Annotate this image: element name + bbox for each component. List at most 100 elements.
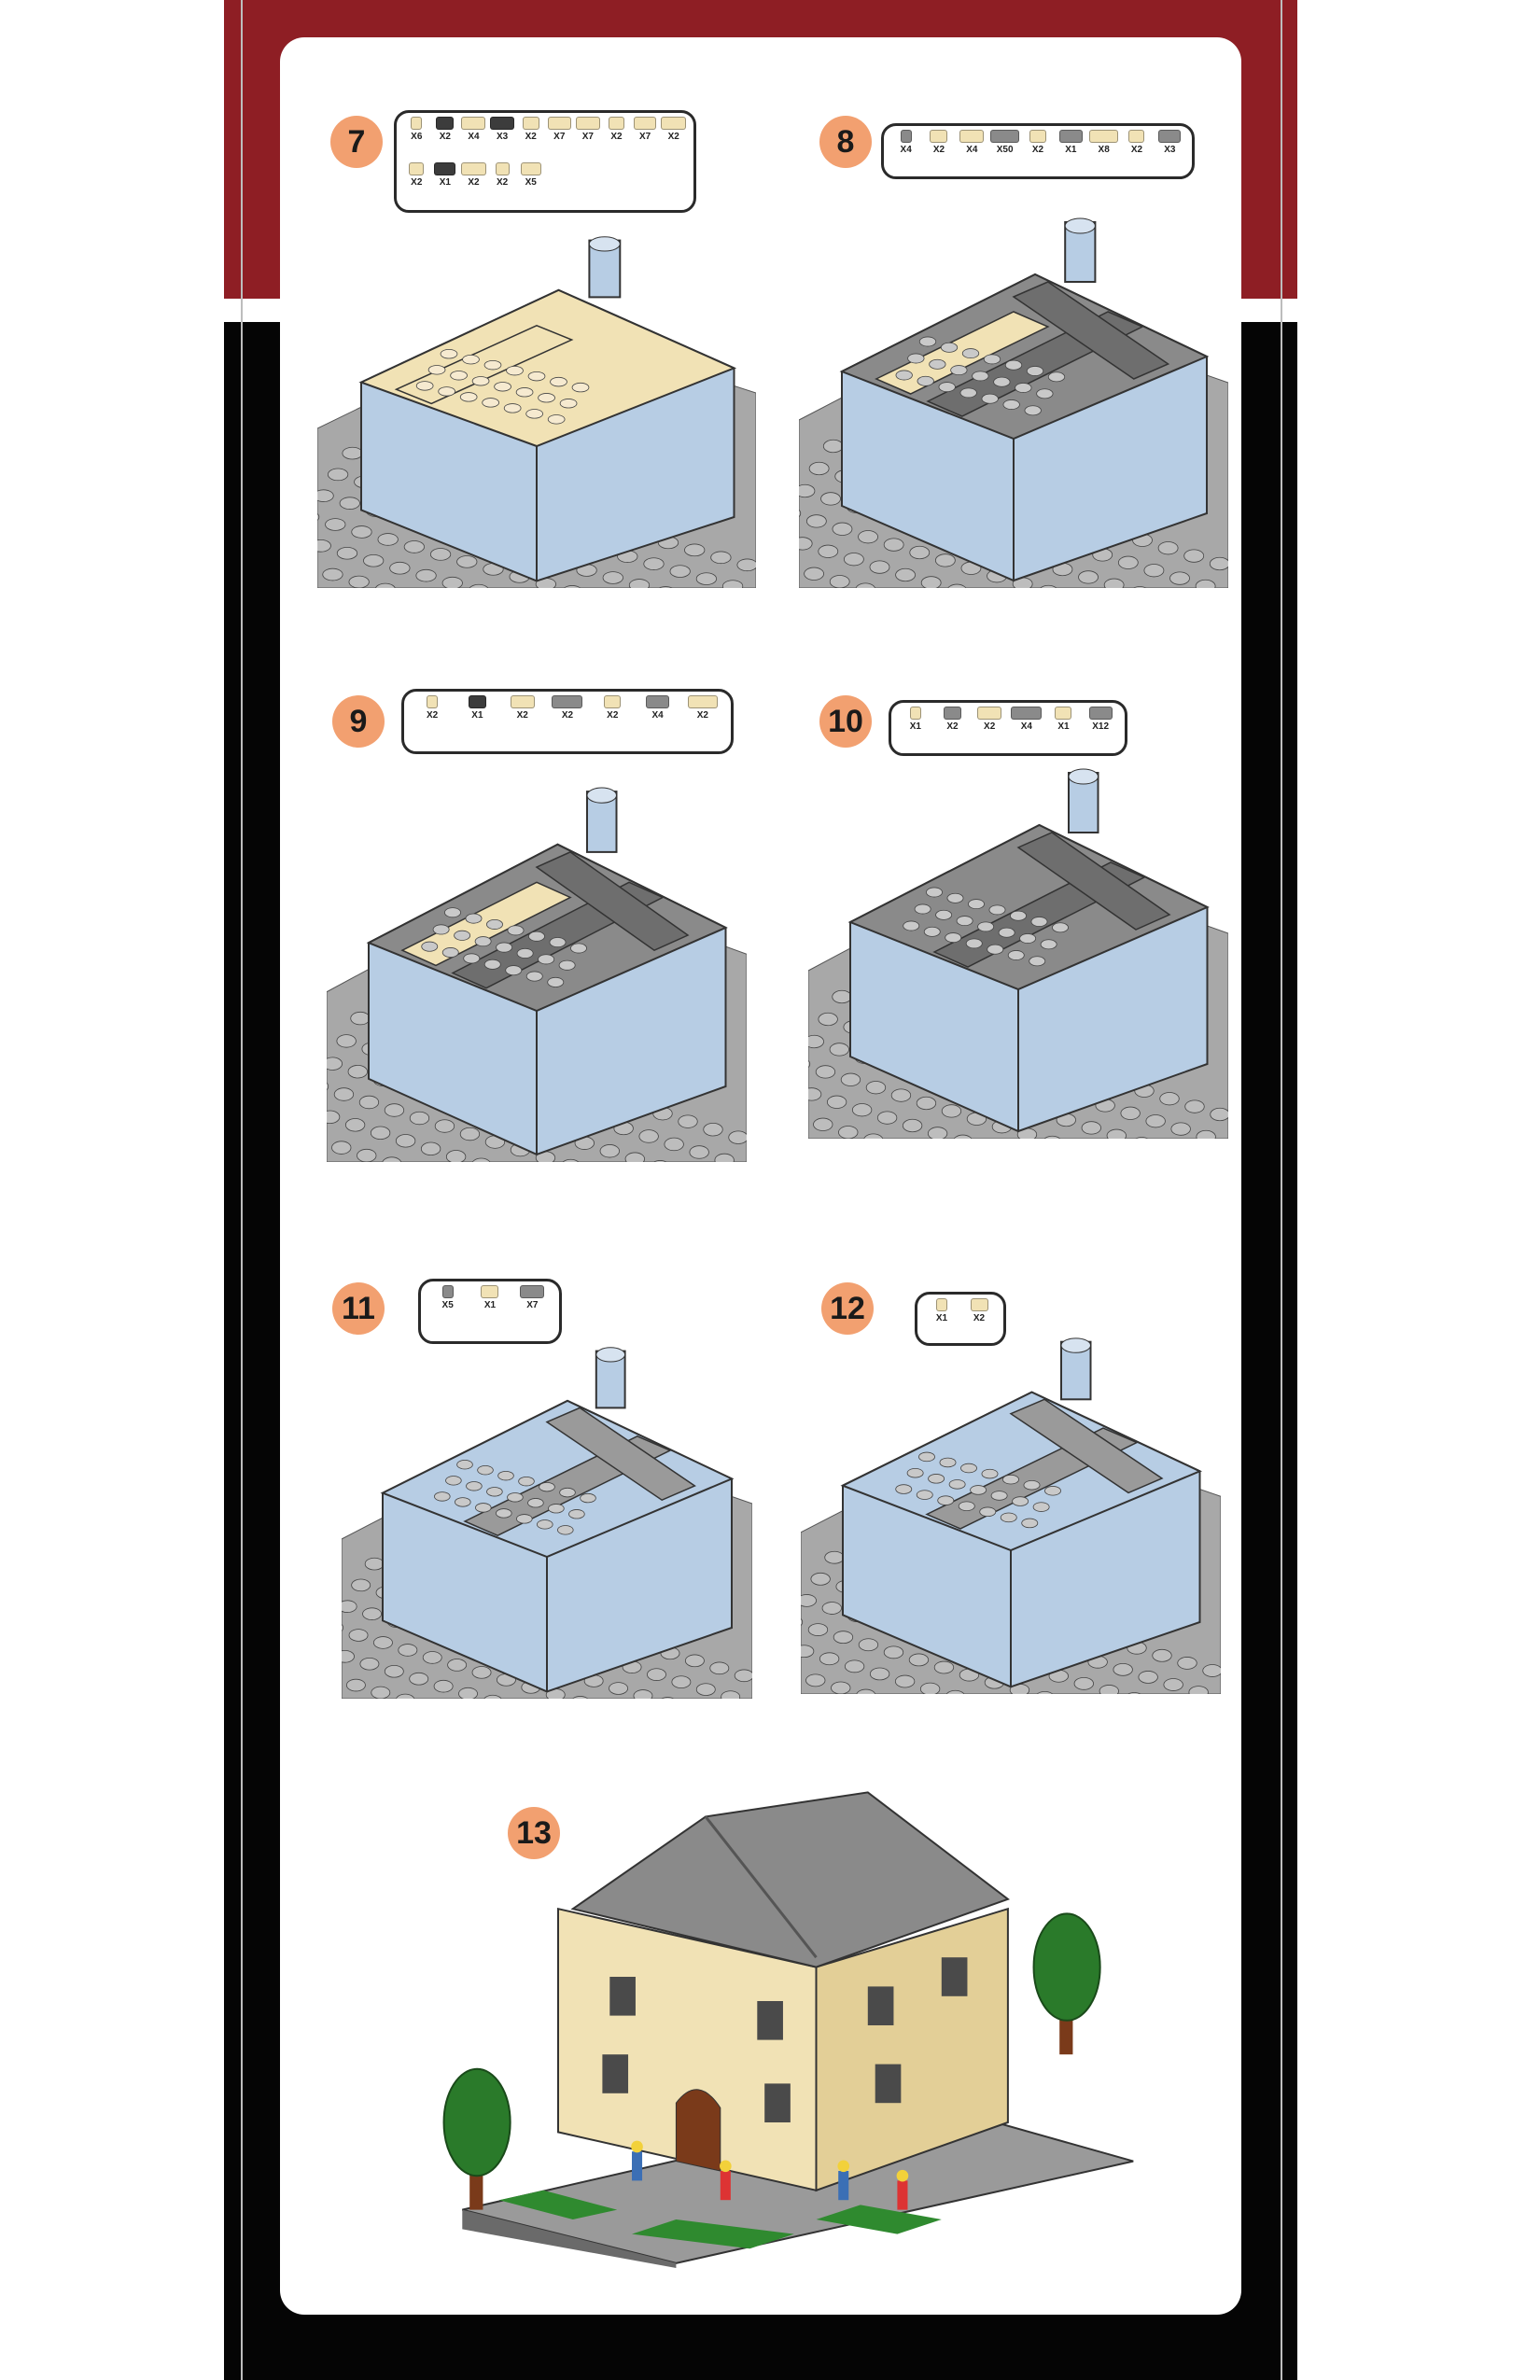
part-quantity: X2 [932, 145, 945, 155]
brick-swatch [468, 695, 486, 708]
part-item: X1 [469, 1285, 511, 1310]
door [675, 2089, 721, 2172]
part-item: X5 [516, 162, 545, 188]
window [941, 1957, 968, 1996]
step-number: 8 [819, 116, 872, 168]
part-item: X4 [956, 130, 988, 155]
studs [415, 349, 590, 425]
brick-swatch [461, 162, 486, 175]
build-illustration [801, 1337, 1221, 1694]
brick-swatch [900, 130, 912, 143]
brick-swatch [441, 1285, 454, 1298]
part-quantity: X4 [468, 132, 480, 142]
minifigure [838, 2171, 849, 2201]
part-quantity: X2 [696, 710, 708, 721]
part-quantity: X2 [439, 132, 451, 142]
part-item: X4 [1008, 707, 1045, 732]
chimney-top [1060, 1337, 1091, 1353]
brick-swatch [977, 707, 1002, 720]
part-item: X1 [431, 162, 460, 188]
part-quantity: X1 [439, 177, 451, 188]
brick-swatch [575, 117, 601, 130]
chimney [595, 1350, 626, 1409]
part-item: X1 [923, 1298, 960, 1323]
step-number: 11 [332, 1282, 385, 1335]
brick-swatch [959, 130, 985, 143]
step-number: 10 [819, 695, 872, 748]
part-item: X4 [889, 130, 922, 155]
part-item: X2 [545, 695, 590, 721]
part-quantity: X6 [411, 132, 423, 142]
chimney-top [1064, 217, 1096, 234]
part-quantity: X1 [1057, 721, 1070, 732]
part-quantity: X7 [526, 1300, 539, 1310]
brick-swatch [461, 117, 486, 130]
part-quantity: X8 [1098, 145, 1110, 155]
part-quantity: X2 [496, 177, 509, 188]
part-quantity: X4 [900, 145, 912, 155]
brick-swatch [520, 1285, 545, 1298]
part-quantity: X1 [935, 1313, 948, 1323]
roof-cross [1016, 832, 1171, 931]
build-illustration [327, 787, 747, 1162]
roof [570, 1791, 1010, 1968]
brick-swatch [936, 1298, 947, 1311]
part-item: X8 [1087, 130, 1120, 155]
part-quantity: X2 [468, 177, 480, 188]
minifigure-head [896, 2169, 909, 2182]
part-item: X2 [960, 1298, 998, 1323]
parts-list: X1 X2 [915, 1292, 1006, 1346]
brick-swatch [646, 695, 670, 708]
part-quantity: X2 [516, 710, 528, 721]
part-item: X2 [1021, 130, 1054, 155]
part-quantity: X3 [496, 132, 509, 142]
part-item: X2 [488, 162, 517, 188]
part-item: X2 [602, 117, 631, 142]
minifigure [897, 2180, 908, 2210]
brick-swatch [604, 695, 622, 708]
window [602, 2054, 629, 2093]
base-edge [462, 2209, 677, 2268]
part-item: X7 [574, 117, 603, 142]
part-item: X1 [1045, 707, 1083, 732]
part-quantity: X4 [966, 145, 978, 155]
step-number: 7 [330, 116, 383, 168]
part-quantity: X7 [581, 132, 594, 142]
part-quantity: X2 [1031, 145, 1044, 155]
brick-swatch [434, 162, 456, 175]
part-quantity: X3 [1164, 145, 1176, 155]
part-quantity: X7 [553, 132, 566, 142]
lawn-strip [498, 2190, 618, 2219]
part-item: X50 [988, 130, 1021, 155]
part-item: X2 [590, 695, 635, 721]
frame-guide-right [1281, 0, 1282, 2380]
brick-swatch [1089, 130, 1119, 143]
minifigure [720, 2171, 731, 2201]
chimney-top [586, 787, 617, 804]
part-quantity: X12 [1092, 721, 1110, 732]
part-quantity: X5 [441, 1300, 454, 1310]
brick-swatch [1029, 130, 1046, 143]
part-item: X1 [455, 695, 499, 721]
completed-model-illustration [442, 1791, 1134, 2268]
parts-list: X5 X1 X7 [418, 1279, 562, 1344]
roof-cross [1012, 281, 1170, 380]
part-quantity: X2 [610, 132, 623, 142]
part-item: X7 [511, 1285, 553, 1310]
part-item: X2 [934, 707, 972, 732]
tan-plates [400, 881, 572, 967]
part-item: X7 [631, 117, 660, 142]
part-item: X2 [500, 695, 545, 721]
brick-swatch [552, 695, 583, 708]
part-quantity: X5 [525, 177, 537, 188]
build-illustration [317, 236, 756, 588]
part-quantity: X50 [996, 145, 1014, 155]
brick-swatch [990, 130, 1020, 143]
part-item: X6 [402, 117, 431, 142]
part-quantity: X1 [483, 1300, 497, 1310]
part-quantity: X2 [607, 710, 619, 721]
window [764, 2083, 791, 2122]
brick-swatch [427, 695, 439, 708]
brick-swatch [522, 117, 539, 130]
